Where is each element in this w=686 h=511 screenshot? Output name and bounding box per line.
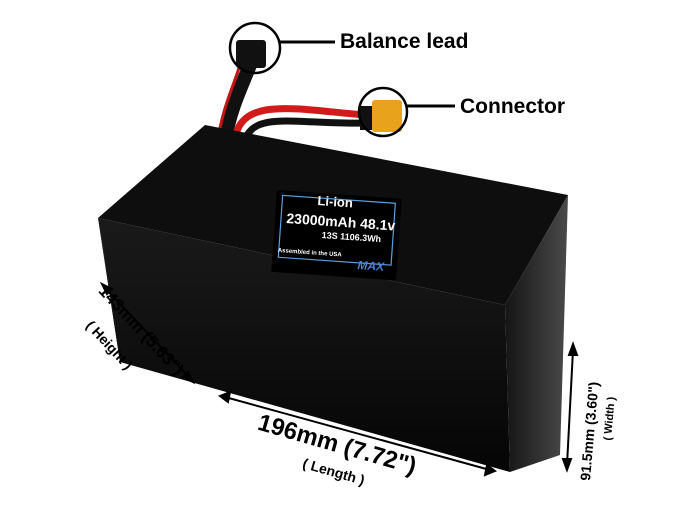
balance-callout-circle	[228, 21, 282, 75]
label-chemistry: Li-ion	[317, 193, 354, 211]
balance-connector	[236, 40, 266, 68]
battery-side-face	[505, 195, 568, 472]
dimension-arrows	[99, 281, 579, 477]
balance-lead-callout: Balance lead	[340, 30, 469, 53]
black-wire	[241, 117, 366, 142]
red-wire	[231, 105, 366, 141]
battery-label	[271, 190, 402, 281]
connector-callout: Connector	[460, 95, 565, 118]
xt-connector	[360, 100, 402, 132]
brand-logo: MAX	[357, 258, 385, 274]
connector-callout-circle	[357, 86, 409, 138]
battery-front-face	[98, 218, 510, 472]
